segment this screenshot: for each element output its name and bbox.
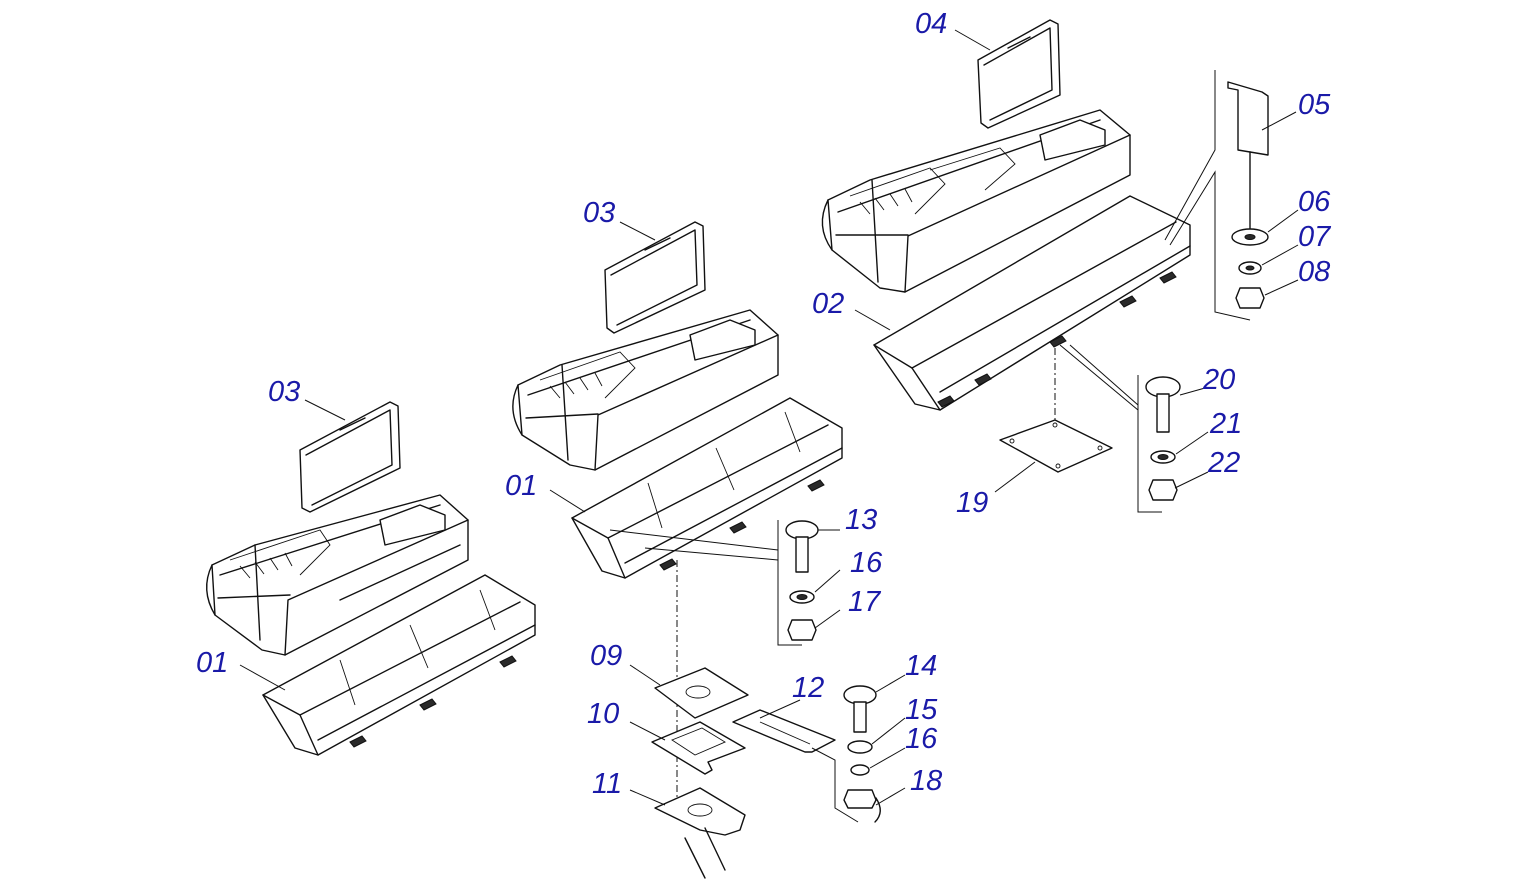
callout-01a: 01 bbox=[196, 647, 228, 679]
tray-middle bbox=[571, 397, 843, 579]
bolt-stack-05-08 bbox=[1164, 70, 1269, 321]
bracket-10 bbox=[651, 721, 746, 775]
slide-12 bbox=[732, 709, 836, 753]
callout-11: 11 bbox=[592, 768, 622, 800]
plate-09 bbox=[654, 667, 749, 719]
callout-22: 22 bbox=[1207, 447, 1240, 479]
callout-06: 06 bbox=[1298, 186, 1331, 218]
callout-09: 09 bbox=[590, 640, 622, 672]
callout-14: 14 bbox=[905, 650, 937, 682]
callout-10: 10 bbox=[587, 698, 619, 730]
assembly-left bbox=[206, 401, 536, 756]
callout-04: 04 bbox=[915, 8, 947, 40]
callout-16b: 16 bbox=[905, 723, 938, 755]
bolt-stack-20-22 bbox=[1059, 344, 1181, 513]
callout-labels: 01 03 01 03 04 02 05 06 07 08 09 10 11 1… bbox=[196, 8, 1332, 800]
callout-16a: 16 bbox=[850, 547, 883, 579]
callout-21: 21 bbox=[1209, 408, 1242, 440]
callout-13: 13 bbox=[845, 504, 877, 536]
tray-02 bbox=[873, 195, 1191, 411]
assembly-middle bbox=[512, 221, 881, 879]
bolt-stack-13-17 bbox=[609, 520, 819, 646]
assembly-right bbox=[821, 19, 1269, 513]
callout-19: 19 bbox=[956, 487, 988, 519]
callout-02: 02 bbox=[812, 288, 844, 320]
callout-05: 05 bbox=[1298, 89, 1331, 121]
callout-20: 20 bbox=[1202, 364, 1235, 396]
callout-12: 12 bbox=[792, 672, 824, 704]
callout-08: 08 bbox=[1298, 256, 1330, 288]
tray-left bbox=[262, 574, 536, 756]
lid-middle bbox=[604, 221, 706, 334]
plate-11 bbox=[654, 787, 746, 879]
callout-18: 18 bbox=[910, 765, 942, 797]
callout-01b: 01 bbox=[505, 470, 537, 502]
callout-03b: 03 bbox=[583, 197, 615, 229]
cassette-body-middle bbox=[512, 309, 779, 471]
bolt-stack-14-18 bbox=[811, 685, 881, 823]
plate-19 bbox=[999, 419, 1113, 473]
callout-03a: 03 bbox=[268, 376, 300, 408]
callout-leaders bbox=[239, 29, 1299, 806]
callout-07: 07 bbox=[1298, 221, 1332, 253]
lid-left bbox=[299, 401, 401, 513]
cassette-body-right bbox=[821, 109, 1131, 293]
callout-17: 17 bbox=[848, 586, 882, 618]
cassette-body-left bbox=[206, 494, 469, 656]
callout-15: 15 bbox=[905, 694, 938, 726]
lid-right bbox=[977, 19, 1061, 129]
